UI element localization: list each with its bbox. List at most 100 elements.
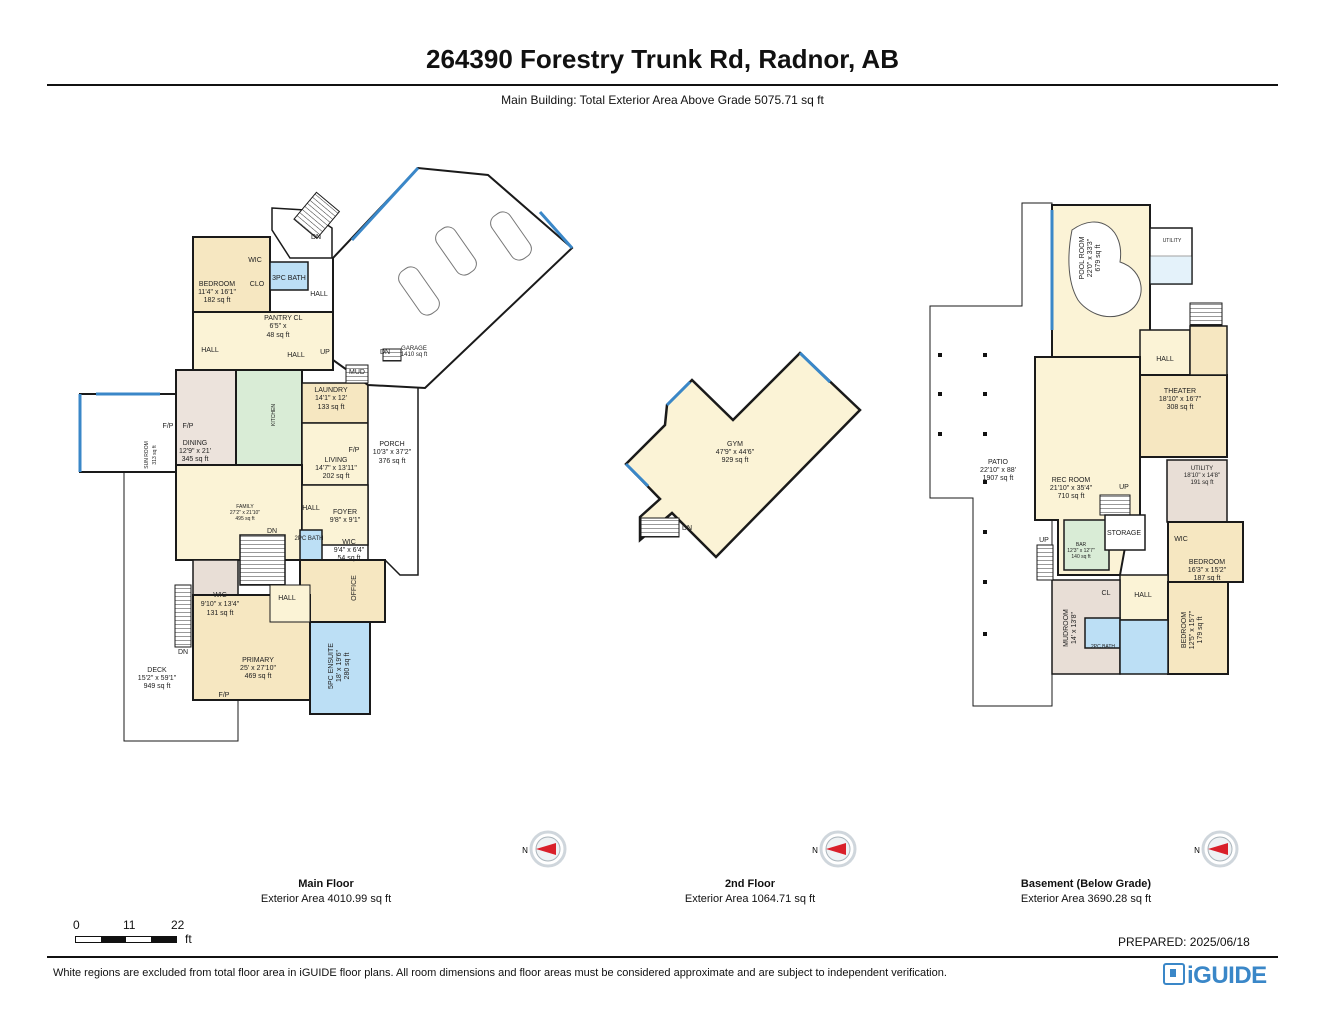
svg-text:N: N bbox=[812, 846, 818, 855]
iguide-logo: iGUIDE bbox=[1163, 962, 1267, 990]
svg-text:OFFICE: OFFICE bbox=[351, 575, 358, 601]
svg-text:25' x 27'10": 25' x 27'10" bbox=[240, 665, 276, 672]
garage-outline bbox=[332, 166, 574, 390]
svg-text:14' x 13'8": 14' x 13'8" bbox=[1071, 611, 1078, 644]
svg-text:HALL: HALL bbox=[302, 505, 320, 512]
svg-text:18' x 19'6": 18' x 19'6" bbox=[336, 649, 343, 682]
svg-text:CL: CL bbox=[294, 315, 303, 322]
prepared-date: PREPARED: 2025/06/18 bbox=[1118, 935, 1250, 949]
svg-text:DN: DN bbox=[267, 528, 277, 535]
floor-area: Exterior Area 4010.99 sq ft bbox=[260, 893, 392, 905]
svg-text:280 sq ft: 280 sq ft bbox=[344, 653, 351, 680]
theater-outline bbox=[1136, 374, 1228, 458]
svg-text:SUN ROOM: SUN ROOM bbox=[144, 441, 150, 469]
svg-text:WIC: WIC bbox=[1174, 536, 1188, 543]
iguide-logo-icon bbox=[1163, 963, 1185, 985]
svg-text:22'0" x 33'3": 22'0" x 33'3" bbox=[1087, 238, 1094, 277]
second-floor-plan: GYM 47'9" x 44'6" 929 sq ft DN bbox=[624, 351, 862, 559]
svg-text:UP: UP bbox=[1119, 484, 1129, 491]
svg-text:HALL: HALL bbox=[278, 595, 296, 602]
svg-text:F/P: F/P bbox=[349, 447, 360, 454]
floor-area: Exterior Area 3690.28 sq ft bbox=[1020, 893, 1152, 905]
floor-name: Main Floor bbox=[298, 878, 354, 890]
svg-text:UP: UP bbox=[1039, 537, 1049, 544]
svg-text:12'3" x 12'7": 12'3" x 12'7" bbox=[1067, 548, 1095, 554]
gym-label: GYM bbox=[727, 441, 743, 448]
svg-text:LAUNDRY: LAUNDRY bbox=[314, 387, 348, 394]
svg-text:PORCH: PORCH bbox=[379, 441, 404, 448]
svg-text:DN: DN bbox=[380, 349, 390, 356]
floor-area: Exterior Area 1064.71 sq ft bbox=[684, 893, 816, 905]
svg-text:F/P: F/P bbox=[183, 423, 194, 430]
svg-text:21'10" x 35'4": 21'10" x 35'4" bbox=[1050, 485, 1093, 492]
svg-text:DINING: DINING bbox=[183, 440, 208, 447]
svg-text:131 sq ft: 131 sq ft bbox=[207, 610, 234, 617]
logo-text: iGUIDE bbox=[1187, 962, 1267, 989]
main-floor-labels: BEDROOM 11'4" x 16'1" 182 sq ft WIC CLO … bbox=[138, 234, 428, 699]
svg-text:HALL: HALL bbox=[310, 291, 328, 298]
svg-text:12'9" x 21': 12'9" x 21' bbox=[179, 448, 211, 455]
caption-basement: Basement (Below Grade) Exterior Area 369… bbox=[956, 877, 1216, 907]
compass-basement: N bbox=[1194, 830, 1239, 868]
svg-text:345 sq ft: 345 sq ft bbox=[182, 456, 209, 463]
basement-labels: POOL ROOM 22'0" x 33'3" 679 sq ft UTILIT… bbox=[980, 236, 1227, 650]
svg-text:5PC ENSUITE: 5PC ENSUITE bbox=[328, 643, 335, 689]
svg-text:GARAGE: GARAGE bbox=[401, 346, 427, 352]
svg-text:PATIO: PATIO bbox=[988, 459, 1009, 466]
svg-text:9'10" x 13'4": 9'10" x 13'4" bbox=[201, 601, 240, 608]
svg-text:DN: DN bbox=[311, 234, 321, 241]
svg-text:DECK: DECK bbox=[147, 667, 167, 674]
svg-text:18'10" x 16'7": 18'10" x 16'7" bbox=[1159, 396, 1202, 403]
sun-room-outline bbox=[79, 393, 177, 473]
svg-text:N: N bbox=[522, 846, 528, 855]
svg-text:14'7" x 13'11": 14'7" x 13'11" bbox=[315, 465, 357, 472]
caption-second-floor: 2nd Floor Exterior Area 1064.71 sq ft bbox=[620, 877, 880, 907]
svg-text:9'4" x 6'4": 9'4" x 6'4" bbox=[334, 547, 365, 554]
svg-text:UP: UP bbox=[320, 349, 330, 356]
svg-text:313 sq ft: 313 sq ft bbox=[152, 445, 158, 465]
svg-text:12'5" x 15'7": 12'5" x 15'7" bbox=[1189, 610, 1196, 649]
caption-main-floor: Main Floor Exterior Area 4010.99 sq ft bbox=[196, 877, 456, 907]
svg-text:THEATER: THEATER bbox=[1164, 388, 1196, 395]
svg-text:187 sq ft: 187 sq ft bbox=[1194, 575, 1221, 582]
compass-second: N bbox=[812, 830, 857, 868]
svg-text:STORAGE: STORAGE bbox=[1107, 530, 1141, 537]
svg-text:16'3" x 15'2": 16'3" x 15'2" bbox=[1188, 567, 1227, 574]
svg-text:WIC: WIC bbox=[213, 592, 227, 599]
svg-text:27'2" x 21'10": 27'2" x 21'10" bbox=[230, 510, 260, 516]
svg-text:FOYER: FOYER bbox=[333, 509, 357, 516]
svg-text:22'10" x 88': 22'10" x 88' bbox=[980, 467, 1016, 474]
svg-text:949 sq ft: 949 sq ft bbox=[144, 683, 171, 690]
svg-text:308 sq ft: 308 sq ft bbox=[1167, 404, 1194, 411]
svg-text:14'1" x 12': 14'1" x 12' bbox=[315, 395, 347, 402]
scale-bar: 0 11 22 ft bbox=[73, 918, 213, 948]
svg-text:54 sq ft: 54 sq ft bbox=[338, 555, 361, 562]
svg-text:UTILITY: UTILITY bbox=[1163, 238, 1182, 244]
svg-text:PANTRY: PANTRY bbox=[264, 315, 292, 322]
scale-tick: 22 bbox=[171, 918, 185, 932]
svg-text:HALL: HALL bbox=[201, 347, 219, 354]
svg-text:495 sq ft: 495 sq ft bbox=[235, 516, 255, 522]
scale-tick: 0 bbox=[73, 918, 80, 932]
svg-text:710 sq ft: 710 sq ft bbox=[1058, 493, 1085, 500]
svg-text:133 sq ft: 133 sq ft bbox=[318, 404, 345, 411]
title-rule bbox=[47, 84, 1278, 86]
svg-text:LIVING: LIVING bbox=[325, 457, 348, 464]
svg-text:HALL: HALL bbox=[287, 352, 305, 359]
footer-rule bbox=[47, 956, 1278, 958]
svg-text:BAR: BAR bbox=[1076, 542, 1087, 548]
svg-text:9'8" x 9'1": 9'8" x 9'1" bbox=[330, 517, 361, 524]
svg-text:KITCHEN: KITCHEN bbox=[271, 404, 277, 426]
svg-text:48 sq ft: 48 sq ft bbox=[267, 332, 290, 339]
svg-text:679 sq ft: 679 sq ft bbox=[1095, 245, 1102, 272]
svg-text:F/P: F/P bbox=[163, 423, 174, 430]
svg-text:HALL: HALL bbox=[1134, 592, 1152, 599]
svg-text:2PC BATH: 2PC BATH bbox=[1091, 644, 1115, 650]
svg-text:CLO: CLO bbox=[250, 281, 265, 288]
page-subtitle: Main Building: Total Exterior Area Above… bbox=[501, 93, 824, 107]
svg-text:191 sq ft: 191 sq ft bbox=[1190, 480, 1213, 486]
svg-text:HALL: HALL bbox=[1156, 356, 1174, 363]
svg-text:WIC: WIC bbox=[342, 539, 356, 546]
svg-text:6'5" x: 6'5" x bbox=[269, 323, 287, 330]
